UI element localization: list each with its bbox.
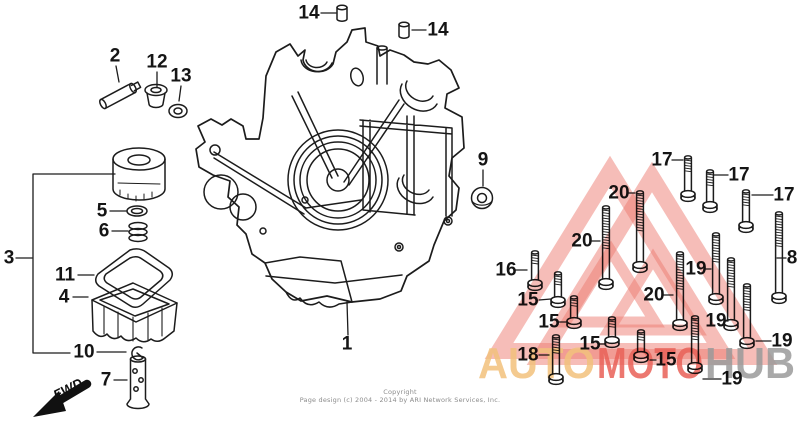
part-7-oil-pipe	[126, 355, 150, 410]
copyright-line1: Copyright	[383, 388, 417, 396]
callout-label-17b: 17	[728, 165, 749, 186]
bolt-15a	[550, 271, 566, 309]
part-14-dowel-left	[336, 4, 348, 22]
watermark-triangle-4	[599, 248, 707, 336]
callout-label-7: 7	[101, 370, 112, 391]
bolt-17a	[680, 155, 696, 203]
part-4-strainer-box	[91, 282, 178, 343]
callout-label-1: 1	[342, 334, 353, 355]
callout-label-9: 9	[478, 150, 489, 171]
callout-label-11: 11	[55, 265, 76, 286]
callout-label-14a: 14	[298, 3, 320, 24]
callout-label-8: 8	[787, 248, 798, 269]
fwd-arrow: FWD	[33, 375, 92, 417]
bolt-17c	[738, 189, 754, 234]
part-5-oring	[126, 205, 148, 217]
callout-label-20c: 20	[643, 285, 664, 306]
crankcase-drawing	[195, 27, 465, 308]
leader-line-1	[346, 301, 349, 336]
callout-label-19c: 19	[771, 331, 792, 352]
part-strainer-screen	[112, 147, 166, 202]
leader-line-15a	[538, 298, 552, 301]
callout-label-2: 2	[110, 46, 121, 67]
copyright-note: Copyright Page design (c) 2004 - 2014 by…	[200, 388, 600, 404]
part-13-washer	[168, 103, 188, 119]
part-2-plug	[99, 81, 142, 110]
part-6-spring	[128, 221, 148, 243]
part-10-clip	[131, 346, 144, 361]
leader-line-2	[115, 65, 120, 83]
bolt-8	[771, 211, 787, 305]
watermark-text-moto: MOTO	[597, 339, 703, 388]
callout-label-10: 10	[73, 342, 94, 363]
oil-strainer-assembly	[32, 81, 188, 410]
part-11-gasket	[95, 248, 173, 308]
bracket-line-3	[32, 173, 116, 354]
part-14-dowel-right	[398, 21, 410, 39]
watermark-text-hub: HUB	[705, 339, 795, 388]
copyright-line2: Page design (c) 2004 - 2014 by ARI Netwo…	[299, 396, 501, 404]
leader-line-13	[178, 85, 182, 102]
callout-label-19d: 19	[721, 369, 742, 390]
callout-label-12: 12	[146, 52, 167, 73]
bolt-17b	[702, 169, 718, 214]
callout-label-17c: 17	[773, 185, 794, 206]
part-9-nut	[470, 186, 494, 210]
fwd-arrowhead	[33, 391, 66, 417]
callout-label-5: 5	[97, 201, 108, 222]
callout-label-17a: 17	[651, 150, 672, 171]
callout-label-6: 6	[99, 221, 110, 242]
callout-label-3: 3	[4, 248, 15, 269]
callout-label-13: 13	[170, 66, 191, 87]
watermark-text-auto: AUTO	[478, 339, 595, 388]
part-12-nut	[144, 83, 168, 109]
callout-label-4: 4	[59, 287, 70, 308]
callout-label-14b: 14	[427, 20, 449, 41]
callout-label-16: 16	[495, 260, 516, 281]
